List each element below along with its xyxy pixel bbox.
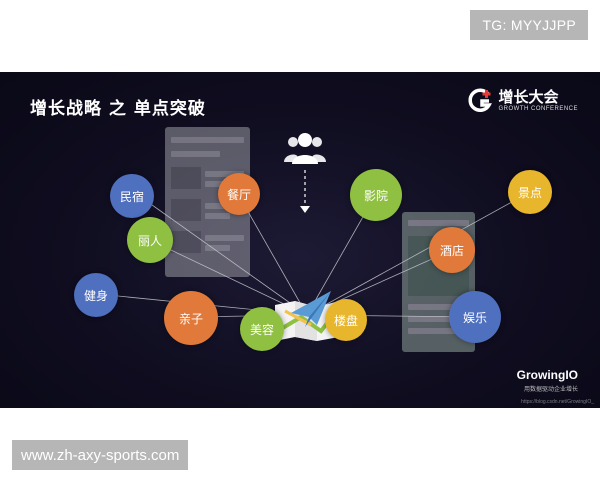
bubble-jianshen: 健身 [74, 273, 118, 317]
bubble-liren: 丽人 [127, 217, 173, 263]
bubble-jiudian: 酒店 [429, 227, 475, 273]
bubble-loupan: 楼盘 [325, 299, 367, 341]
brand-tagline: 用数据驱动企业增长 [523, 386, 578, 393]
logo-en-text: GROWTH CONFERENCE [498, 106, 578, 112]
logo-cn-text: 增长大会 [498, 88, 559, 106]
paper-plane-map-icon [275, 291, 339, 341]
growth-logo-icon [467, 88, 492, 112]
source-url-tag: www.zh-axy-sports.com [12, 440, 189, 470]
bubble-meirong: 美容 [240, 307, 284, 351]
bubble-jingdian: 景点 [508, 170, 552, 214]
growingio-brand: GrowingIO 用数据驱动企业增长 [517, 368, 578, 393]
connection-lines [97, 170, 531, 330]
bubble-yingyuan: 影院 [350, 169, 402, 221]
background-phone-left [165, 127, 250, 277]
credit-url: https://blog.csdn.net/GrowingIO_ [521, 399, 594, 405]
bubble-canting: 餐厅 [218, 173, 260, 215]
watermark-tag: TG: MYYJJPP [470, 10, 588, 40]
slide-title: 增长战略 之 单点突破 [30, 99, 206, 119]
bubble-qinzi: 亲子 [164, 291, 218, 345]
brand-name: GrowingIO [516, 368, 578, 382]
users-icon [284, 133, 326, 164]
bubble-minsu: 民宿 [110, 174, 154, 218]
bubble-yule: 娱乐 [449, 291, 501, 343]
growth-conference-logo: 增长大会 GROWTH CONFERENCE [467, 88, 579, 114]
slide: 增长战略 之 单点突破 增长大会 GROWTH CONFERENCE [0, 72, 600, 408]
